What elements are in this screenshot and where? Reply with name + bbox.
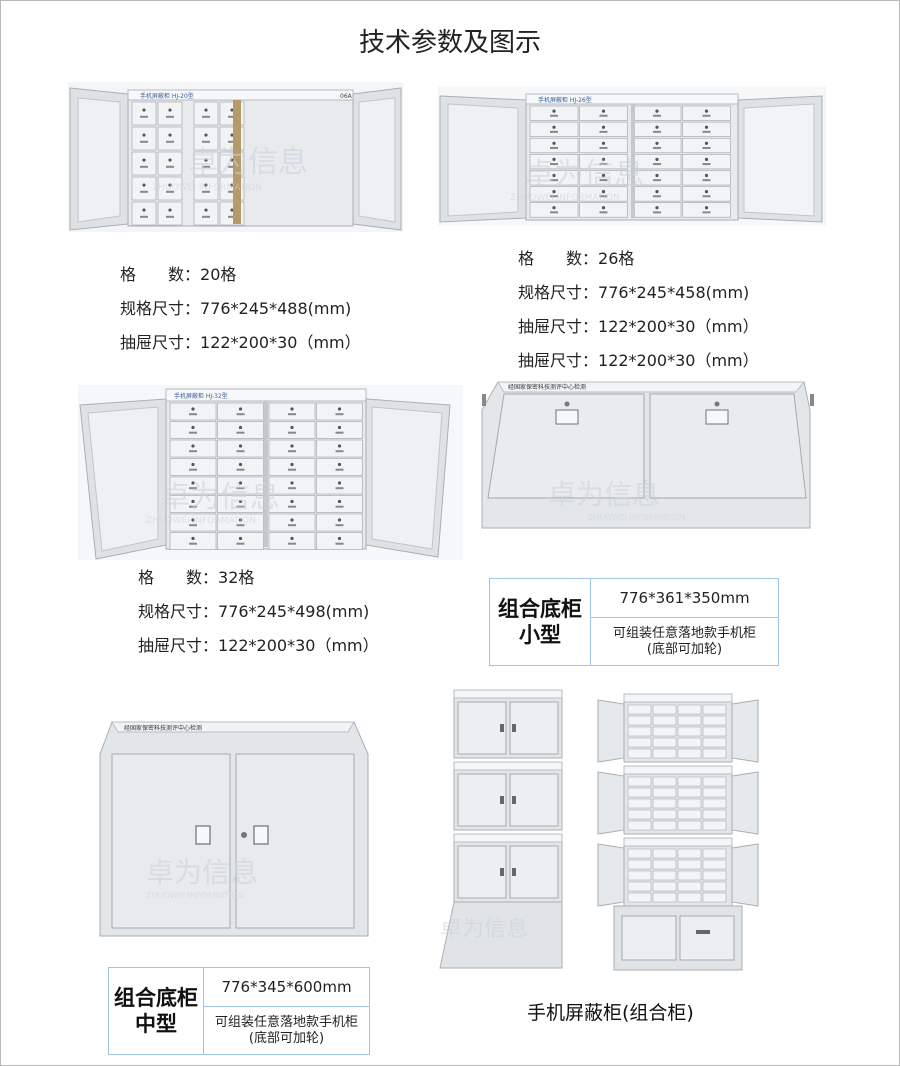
drawer-value-2: 122*200*30（mm） <box>598 351 759 370</box>
watermark-brand: 卓为信息 <box>160 480 280 515</box>
cabinet-model-label: 手机屏蔽柜 HJ-26型 <box>538 96 592 104</box>
size-value: 776*245*458(mm) <box>598 283 750 302</box>
drawer-label: 抽屉尺寸： <box>518 317 599 336</box>
base-cabinet-small-photo: 经国家保密科技测评中心检测 卓为信息 ZHUOWEI INFORMATION <box>478 370 818 530</box>
cabinet-model-label: 手机屏蔽柜 HJ-20型 <box>140 92 194 100</box>
watermark-brand: 卓为信息 <box>548 478 660 511</box>
size-label: 规格尺寸： <box>120 299 201 318</box>
base-cabinet-size: 776*361*350mm <box>591 579 778 618</box>
spec-block-32: 格 数：32格 规格尺寸：776*245*498(mm) 抽屉尺寸：122*20… <box>138 561 379 663</box>
drawer-label: 抽屉尺寸： <box>138 636 219 655</box>
combo-cabinet-closed-photo: 卓为信息 <box>436 686 576 976</box>
drawer-label: 抽屉尺寸： <box>120 333 201 352</box>
base-cabinet-label: 经国家保密科技测评中心检测 <box>508 383 586 391</box>
combo-cabinet-caption: 手机屏蔽柜(组合柜) <box>527 1002 694 1024</box>
size-value: 776*245*498(mm) <box>218 602 370 621</box>
watermark-brand: 卓为信息 <box>188 145 308 180</box>
size-label: 规格尺寸： <box>518 283 599 302</box>
base-cabinet-medium-table: 组合底柜 中型 776*345*600mm 可组装任意落地款手机柜 (底部可加轮… <box>108 967 370 1055</box>
watermark-brand-en: ZHUOWEI INFORMATION <box>152 183 262 193</box>
size-value: 776*245*488(mm) <box>200 299 352 318</box>
drawer-value: 122*200*30（mm） <box>200 333 361 352</box>
grid-count: 26格 <box>598 249 635 268</box>
cabinet-photo-26: 手机屏蔽柜 HJ-26型 卓为信息 ZHUOWEI INFORMATION <box>438 86 826 226</box>
base-cabinet-small-table: 组合底柜 小型 776*361*350mm 可组装任意落地款手机柜 (底部可加轮… <box>489 578 779 666</box>
drawer-label: 抽屉尺寸： <box>518 351 599 370</box>
grid-label: 格 数： <box>138 568 219 587</box>
base-cabinet-desc: 可组装任意落地款手机柜 (底部可加轮) <box>612 625 756 657</box>
watermark-brand-en: ZHUOWEI INFORMATION <box>510 193 620 203</box>
combo-cabinet-open-photo <box>584 690 774 976</box>
watermark-brand-en: ZHUOWEI INFORMATION <box>146 516 256 526</box>
watermark-brand: 卓为信息 <box>146 856 258 889</box>
base-cabinet-size: 776*345*600mm <box>204 968 369 1007</box>
cabinet-model-label: 手机屏蔽柜 HJ-32型 <box>174 392 228 400</box>
size-label: 规格尺寸： <box>138 602 219 621</box>
cabinet-photo-20: 手机屏蔽柜 HJ-20型 06A 卓为信息 ZHUOWEI INFORMATIO… <box>68 82 403 232</box>
grid-label: 格 数： <box>518 249 599 268</box>
spec-block-26: 格 数：26格 规格尺寸：776*245*458(mm) 抽屉尺寸：122*20… <box>518 242 759 378</box>
cabinet-tag: 06A <box>340 93 353 100</box>
base-cabinet-desc: 可组装任意落地款手机柜 (底部可加轮) <box>214 1014 358 1046</box>
grid-count: 20格 <box>200 265 237 284</box>
page-title: 技术参数及图示 <box>358 28 541 58</box>
base-cabinet-name: 组合底柜 小型 <box>490 579 591 665</box>
watermark-brand-en: ZHUOWEI INFORMATION <box>146 891 244 900</box>
drawer-value: 122*200*30（mm） <box>218 636 379 655</box>
drawer-value: 122*200*30（mm） <box>598 317 759 336</box>
base-cabinet-name: 组合底柜 中型 <box>109 968 204 1054</box>
base-cabinet-label: 经国家保密科技测评中心检测 <box>124 724 202 732</box>
base-cabinet-medium-photo: 经国家保密科技测评中心检测 卓为信息 ZHUOWEI INFORMATION <box>98 720 370 940</box>
watermark-brand: 卓为信息 <box>440 917 528 942</box>
watermark-brand-en: ZHUOWEI INFORMATION <box>588 513 686 522</box>
cabinet-photo-32: 手机屏蔽柜 HJ-32型 卓为信息 ZHUOWEI INFORMATION <box>78 385 463 560</box>
grid-count: 32格 <box>218 568 255 587</box>
grid-label: 格 数： <box>120 265 201 284</box>
watermark-brand: 卓为信息 <box>524 157 644 192</box>
spec-block-20: 格 数：20格 规格尺寸：776*245*488(mm) 抽屉尺寸：122*20… <box>120 258 361 360</box>
